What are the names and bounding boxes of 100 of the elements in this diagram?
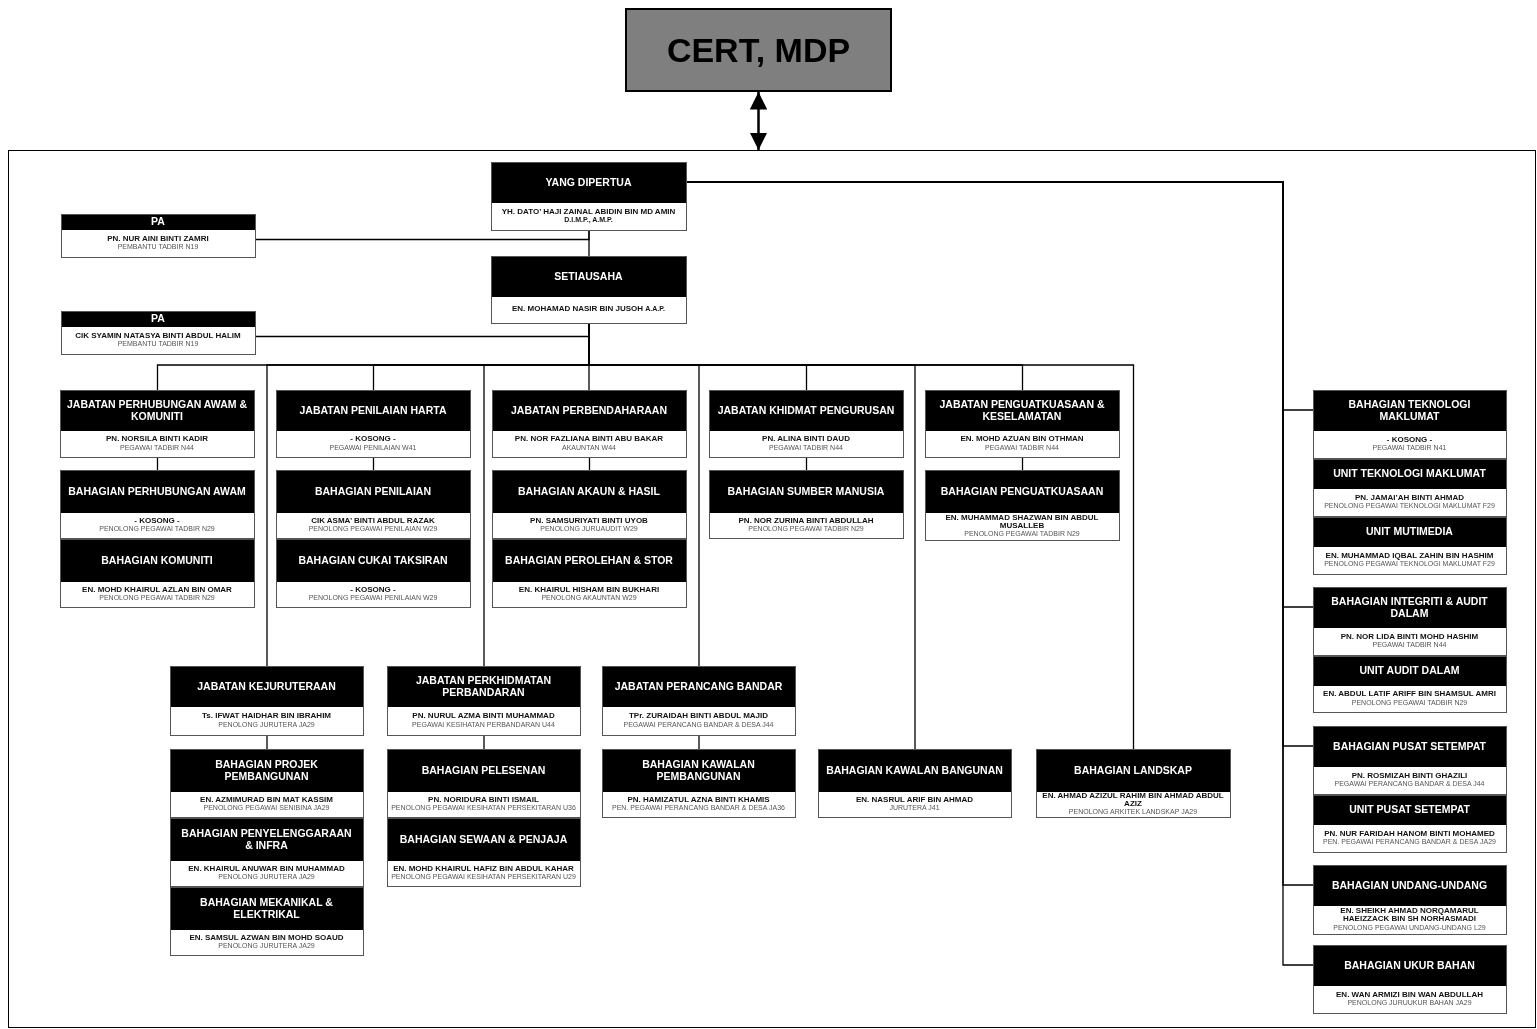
org-card (1312, 586, 1507, 656)
org-card (708, 469, 904, 539)
org-card (817, 748, 1012, 818)
person-name: EN. SHEIKH AHMAD NORQAMARUL HAEIZZACK BIN SH NORHASMADI (1339, 907, 1480, 924)
org-card (491, 469, 687, 539)
org-card (275, 538, 471, 608)
person-name: PN. NORIDURA BINTI ISMAIL (428, 795, 539, 805)
org-card (1312, 944, 1507, 1014)
org-card (924, 469, 1120, 541)
person-name: EN. MOHD KHAIRUL AZLAN BIN OMAR (82, 585, 232, 595)
person-name: EN. MUHAMMAD SHAZWAN BIN ABDUL MUSALLEB (944, 513, 1100, 531)
connector-line (266, 735, 268, 750)
person-name: EN. MUHAMMAD IQBAL ZAHIN BIN HASHIM (1325, 551, 1494, 561)
unit-heading: JABATAN PENGUATKUASAAN & KESELAMATAN (925, 390, 1119, 431)
top-box: CERT, MDP (625, 8, 892, 92)
org-card (275, 389, 471, 458)
unit-heading: BAHAGIAN AKAUN & HASIL (492, 470, 686, 513)
connector-line (483, 735, 485, 750)
unit-heading: JABATAN PERANCANG BANDAR (602, 666, 795, 707)
person-name: EN. KHAIRUL HISHAM BIN BUKHARI (518, 585, 660, 595)
org-card (490, 161, 687, 231)
person-name: PN. SAMSURIYATI BINTI UYOB (530, 516, 648, 526)
unit-heading: BAHAGIAN PENGUATKUASAAN (925, 470, 1119, 513)
person-name: EN. ABDUL LATIF ARIFF BIN SHAMSUL AMRI (1323, 690, 1496, 699)
org-card (59, 469, 255, 539)
unit-heading: UNIT MUTIMEDIA (1313, 517, 1506, 547)
unit-heading: UNIT PUSAT SETEMPAT (1313, 795, 1506, 825)
unit-heading: JABATAN PERKHIDMATAN PERBANDARAN (387, 666, 580, 707)
org-card (1312, 516, 1507, 575)
unit-heading: BAHAGIAN PELESENAN (387, 749, 580, 792)
org-card (1312, 794, 1507, 853)
person-name: CIK SYAMIN NATASYA BINTI ABDUL HALIM (75, 331, 241, 341)
person-name: TPr. ZURAIDAH BINTI ABDUL MAJID (628, 712, 769, 721)
person-name: EN. NASRUL ARIF BIN AHMAD (855, 795, 973, 805)
org-card (169, 748, 364, 818)
person-name: PN. NOR ZURINA BINTI ABDULLAH (738, 516, 874, 526)
arrow (749, 92, 768, 150)
unit-heading: SETIAUSAHA (491, 256, 686, 297)
org-card (491, 538, 687, 608)
unit-heading: UNIT TEKNOLOGI MAKLUMAT (1313, 459, 1506, 489)
org-card (1312, 864, 1507, 935)
org-card (169, 886, 364, 956)
unit-heading: PA (61, 311, 255, 327)
org-card (386, 748, 581, 818)
person-name: EN. AHMAD AZIZUL RAHIM BIN AHMAD ABDUL AZIZ (1041, 791, 1225, 809)
unit-heading: BAHAGIAN KOMUNITI (60, 539, 254, 582)
org-card (1312, 389, 1507, 459)
person-name: Ts. IFWAT HAIDHAR BIN IBRAHIM (202, 712, 331, 721)
org-card (491, 389, 687, 458)
org-card (169, 817, 364, 887)
unit-heading: BAHAGIAN INTEGRITI & AUDIT DALAM (1313, 587, 1506, 628)
person-name: EN. MOHD KHAIRUL HAFIZ BIN ABDUL KAHAR (393, 864, 574, 874)
person-name: PN. ROSMIZAH BINTI GHAZILI (1351, 771, 1468, 781)
unit-heading: JABATAN PERBENDAHARAAN (492, 390, 686, 431)
unit-heading: UNIT AUDIT DALAM (1313, 656, 1506, 686)
org-card (169, 665, 364, 736)
person-name: EN. AZMIMURAD BIN MAT KASSIM (200, 795, 333, 805)
unit-heading: BAHAGIAN PERHUBUNGAN AWAM (60, 470, 254, 513)
unit-heading: BAHAGIAN LANDSKAP (1036, 749, 1230, 792)
unit-heading: BAHAGIAN PENYELENGGARAAN & INFRA (170, 818, 363, 861)
person-name: PN. JAMAI’AH BINTI AHMAD (1354, 493, 1464, 503)
unit-heading: JABATAN PERHUBUNGAN AWAM & KOMUNITI (60, 390, 254, 431)
unit-heading: BAHAGIAN PUSAT SETEMPAT (1313, 726, 1506, 767)
person-name: - KOSONG - (134, 516, 180, 526)
person-name: PN. NUR FARIDAH HANOM BINTI MOHAMED (1324, 829, 1495, 839)
unit-heading: JABATAN KHIDMAT PENGURUSAN (709, 390, 903, 431)
unit-heading: JABATAN KEJURUTERAAN (170, 666, 363, 707)
person-name: PN. HAMIZATUL AZNA BINTI KHAMIS (627, 795, 770, 805)
org-card (1035, 748, 1231, 818)
org-card (601, 665, 796, 736)
person-name: PN. NORSILA BINTI KADIR (106, 435, 208, 444)
unit-heading: BAHAGIAN PROJEK PEMBANGUNAN (170, 749, 363, 792)
unit-heading: BAHAGIAN UKUR BAHAN (1313, 945, 1506, 986)
frame-box (8, 150, 1536, 1028)
org-card (275, 469, 471, 539)
org-card (924, 389, 1120, 458)
unit-heading: BAHAGIAN PEROLEHAN & STOR (492, 539, 686, 582)
org-card (386, 665, 581, 736)
org-card (601, 748, 796, 818)
connector-line (698, 735, 700, 750)
person-name: PN. NURUL AZMA BINTI MUHAMMAD (412, 712, 555, 721)
person-name: PN. ALINA BINTI DAUD (762, 435, 850, 444)
person-name: EN. SAMSUL AZWAN BIN MOHD SOAUD (189, 933, 344, 943)
org-card (386, 817, 581, 887)
unit-heading: BAHAGIAN TEKNOLOGI MAKLUMAT (1313, 390, 1506, 431)
org-card (60, 310, 256, 355)
person-name: CIK ASMA’ BINTI ABDUL RAZAK (311, 516, 435, 526)
person-name: EN. WAN ARMIZI BIN WAN ABDULLAH (1336, 990, 1483, 1000)
unit-heading: BAHAGIAN SUMBER MANUSIA (709, 470, 903, 513)
connector-line (255, 230, 590, 241)
unit-heading: BAHAGIAN KAWALAN PEMBANGUNAN (602, 749, 795, 792)
org-card (708, 389, 904, 458)
unit-heading: BAHAGIAN SEWAAN & PENJAJA (387, 818, 580, 861)
org-card (1312, 458, 1507, 517)
person-name: EN. MOHD AZUAN BIN OTHMAN (960, 435, 1084, 444)
unit-heading: BAHAGIAN CUKAI TAKSIRAN (276, 539, 470, 582)
person-name: PN. NUR AINI BINTI ZAMRI (107, 234, 209, 244)
org-card (1312, 655, 1507, 713)
unit-heading: BAHAGIAN MEKANIKAL & ELEKTRIKAL (170, 887, 363, 930)
org-card (59, 538, 255, 608)
